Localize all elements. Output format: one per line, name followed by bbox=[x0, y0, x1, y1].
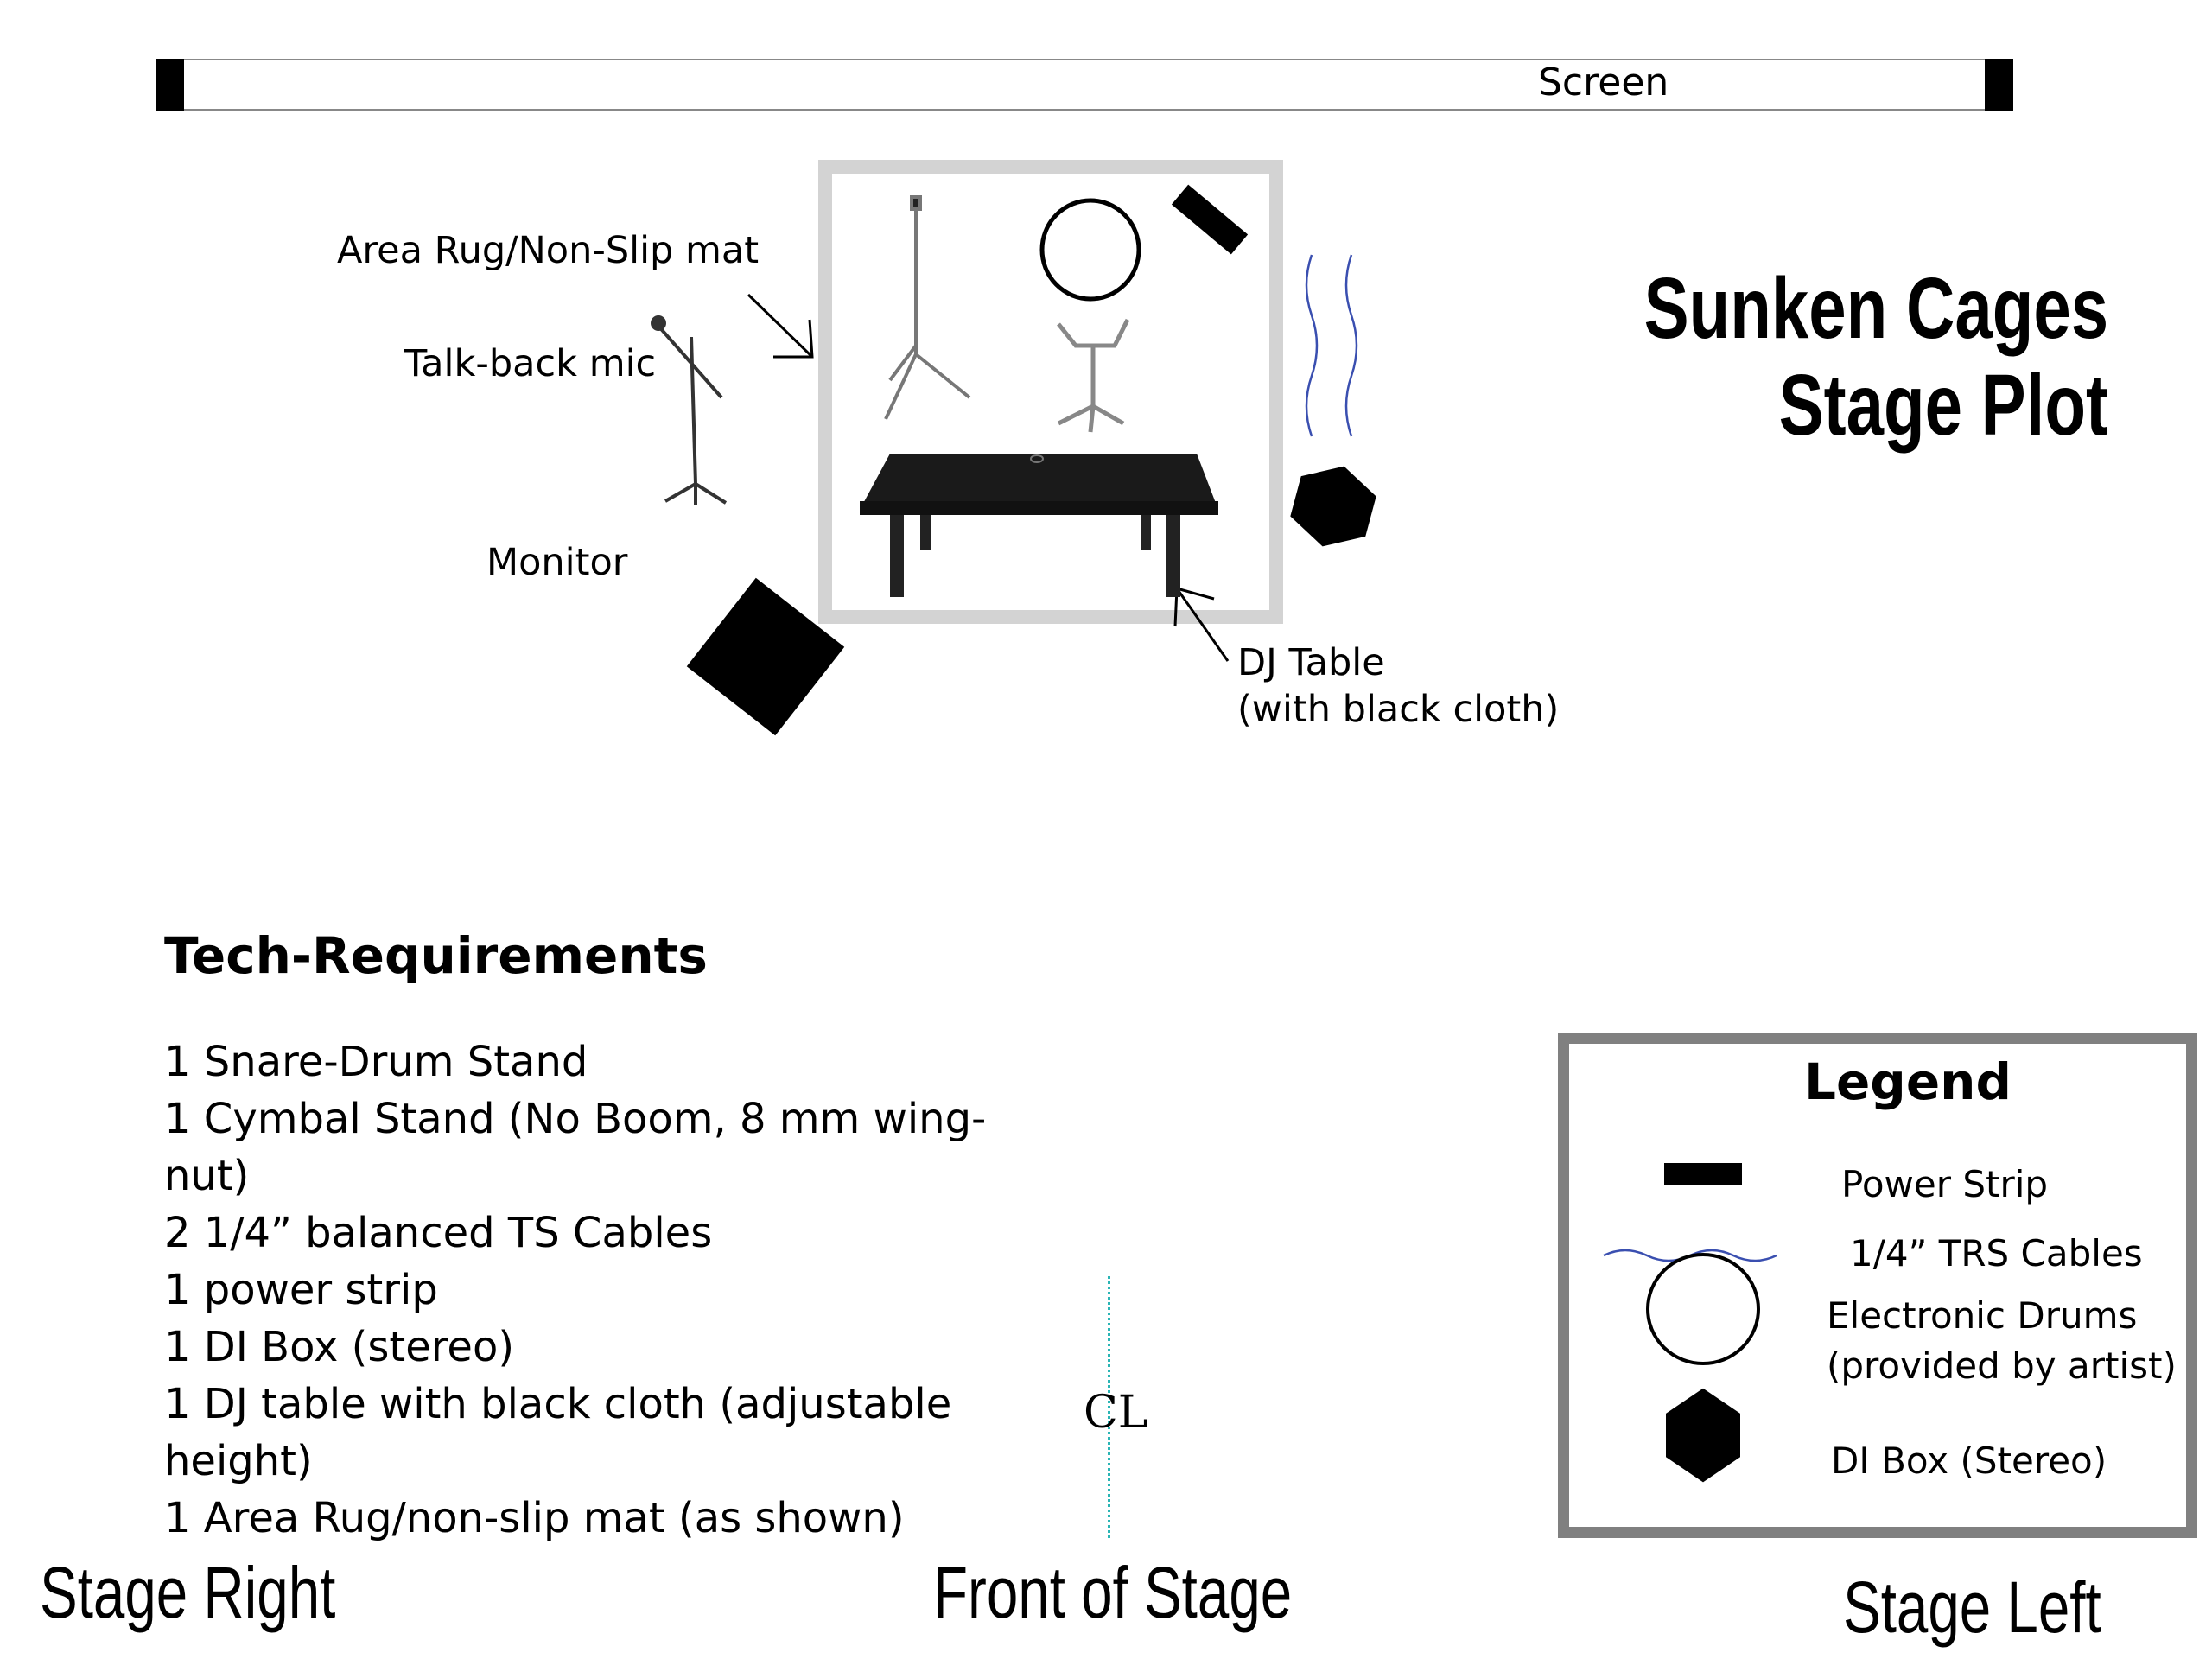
legend-di-box-label: DI Box (Stereo) bbox=[1831, 1440, 2107, 1482]
legend-symbols bbox=[1603, 1163, 1777, 1483]
legend-drums-sublabel: (provided by artist) bbox=[1827, 1344, 2177, 1387]
requirement-item: 1 Cymbal Stand (No Boom, 8 mm wing-nut) bbox=[164, 1095, 987, 1200]
legend-title: Legend bbox=[1804, 1052, 2012, 1111]
tech-requirements-heading: Tech-Requirements bbox=[164, 926, 708, 985]
di-box-icon bbox=[1290, 466, 1376, 547]
screen-left-cap bbox=[156, 59, 184, 111]
cables-icon bbox=[1305, 254, 1358, 437]
screen-label: Screen bbox=[1538, 60, 1669, 105]
power-strip-icon bbox=[1171, 184, 1249, 255]
screen-right-cap bbox=[1985, 59, 2013, 111]
requirement-item: 1 Area Rug/non-slip mat (as shown) bbox=[164, 1494, 905, 1542]
requirement-item: 1 Snare-Drum Stand bbox=[164, 1038, 588, 1086]
dj-table-icon bbox=[860, 454, 1218, 597]
legend-drums-label: Electronic Drums bbox=[1827, 1294, 2138, 1337]
front-of-stage-label: Front of Stage bbox=[933, 1552, 1293, 1633]
legend-cables-label: 1/4” TRS Cables bbox=[1850, 1232, 2143, 1274]
electronic-drums-icon bbox=[1646, 1253, 1760, 1365]
electronic-drums-icon bbox=[1039, 198, 1141, 302]
plot-title-line1: Sunken Cages bbox=[1643, 260, 2108, 357]
dj-table-arrow-icon bbox=[1173, 587, 1230, 662]
legend: Legend Power Strip 1/4” TRS Cables Elect… bbox=[1558, 1033, 2197, 1538]
requirement-item: 1 DI Box (stereo) bbox=[164, 1323, 515, 1371]
rug-arrow-icon bbox=[747, 293, 814, 359]
talkback-mic-label: Talk-back mic bbox=[404, 342, 657, 385]
screen-bar bbox=[156, 59, 2013, 111]
requirement-item: 1 power strip bbox=[164, 1266, 438, 1314]
requirement-item: 2 1/4” balanced TS Cables bbox=[164, 1209, 713, 1257]
di-box-icon bbox=[1666, 1388, 1740, 1483]
dj-table-label: DJ Table bbox=[1237, 641, 1385, 684]
tech-requirements-list: 1 Snare-Drum Stand 1 Cymbal Stand (No Bo… bbox=[164, 1033, 1046, 1547]
stage-plot-drawing bbox=[651, 184, 1376, 736]
stage-right-label: Stage Right bbox=[40, 1552, 336, 1633]
cymbal-stand-icon bbox=[884, 195, 971, 420]
stage-left-label: Stage Left bbox=[1843, 1567, 2101, 1648]
legend-power-strip-label: Power Strip bbox=[1841, 1163, 2049, 1205]
power-strip-icon bbox=[1664, 1163, 1742, 1185]
centerline bbox=[1108, 1276, 1110, 1538]
monitor-label: Monitor bbox=[486, 541, 628, 584]
snare-stand-icon bbox=[1057, 318, 1130, 433]
dj-table-sublabel: (with black cloth) bbox=[1237, 688, 1560, 731]
area-rug-label: Area Rug/Non-Slip mat bbox=[337, 229, 760, 272]
area-rug bbox=[818, 160, 1283, 624]
plot-title-line2: Stage Plot bbox=[1778, 357, 2108, 454]
centerline-symbol: CL bbox=[1084, 1387, 1148, 1439]
monitor-icon bbox=[686, 577, 845, 736]
requirement-item: 1 DJ table with black cloth (adjustable … bbox=[164, 1380, 952, 1485]
talkback-mic-icon bbox=[651, 315, 728, 505]
